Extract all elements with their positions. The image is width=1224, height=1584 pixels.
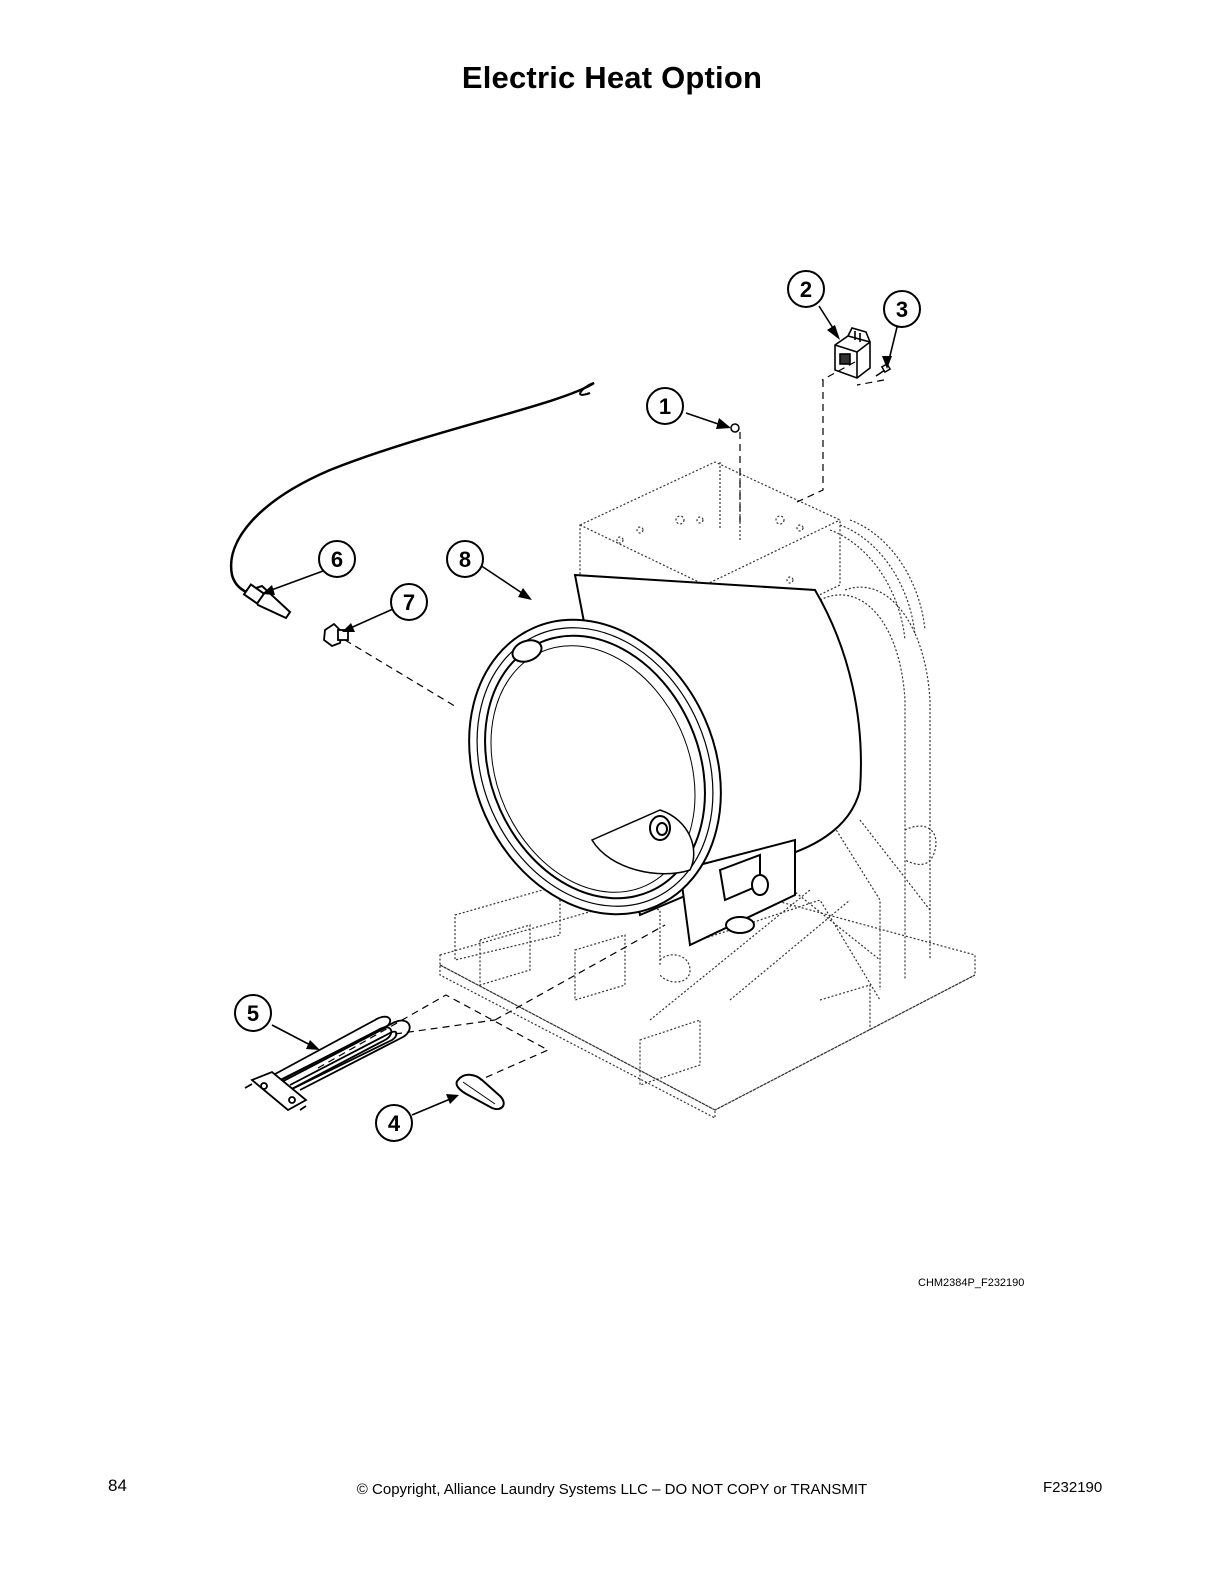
callout-6: 6 xyxy=(318,540,356,578)
nut xyxy=(730,423,740,433)
callout-label: 8 xyxy=(459,547,471,572)
callout-1: 1 xyxy=(646,387,684,425)
document-code: F232190 xyxy=(1043,1479,1103,1496)
callout-label: 7 xyxy=(403,590,415,615)
callout-label: 4 xyxy=(388,1111,401,1136)
page-title: Electric Heat Option xyxy=(461,60,763,95)
callout-7: 7 xyxy=(390,583,428,621)
callout-3: 3 xyxy=(883,290,921,328)
machine-frame-ghost xyxy=(439,519,976,1119)
callout-label: 1 xyxy=(659,394,671,419)
heating-element xyxy=(244,1015,411,1112)
copyright-notice: © Copyright, Alliance Laundry Systems LL… xyxy=(356,1481,868,1498)
fitting xyxy=(323,622,349,648)
tub-body xyxy=(468,573,862,947)
callout-5: 5 xyxy=(234,994,272,1032)
assembly-lines xyxy=(317,361,885,1081)
page-number: 84 xyxy=(108,1476,127,1495)
figure-id: CHM2384P_F232190 xyxy=(918,1277,1025,1289)
callout-label: 3 xyxy=(896,297,908,322)
temperature-probe xyxy=(229,381,595,620)
callout-label: 5 xyxy=(247,1001,259,1026)
callout-arrowheads xyxy=(262,325,892,1104)
callout-8: 8 xyxy=(446,540,484,578)
callout-2: 2 xyxy=(787,270,825,308)
gasket xyxy=(455,1073,505,1110)
callout-4: 4 xyxy=(375,1104,413,1142)
callout-label: 2 xyxy=(800,277,812,302)
callout-label: 6 xyxy=(331,547,343,572)
